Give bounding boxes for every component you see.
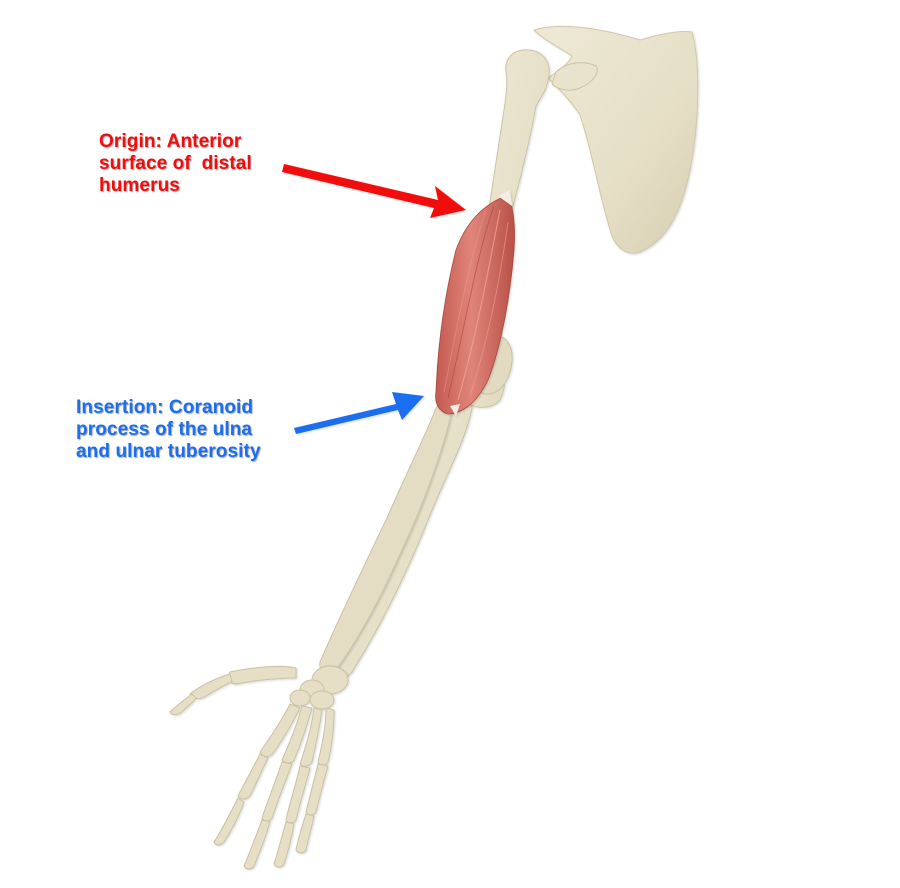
origin-label-line: surface of distal [99, 153, 252, 174]
insertion-label-line: process of the ulna [76, 419, 253, 440]
insertion-arrow-icon [294, 392, 424, 434]
hand-bones [169, 665, 349, 870]
origin-label: Origin: Anterior surface of distal humer… [99, 131, 252, 197]
insertion-label: Insertion: Coranoid process of the ulna … [76, 397, 261, 463]
insertion-label-line: Insertion: Coranoid [76, 397, 254, 418]
origin-label-line: Origin: Anterior [99, 131, 242, 152]
brachialis-muscle [435, 190, 515, 416]
origin-label-line: humerus [99, 175, 180, 196]
radius [319, 401, 453, 674]
scapula [533, 25, 699, 254]
insertion-label-line: and ulnar tuberosity [76, 441, 261, 462]
origin-arrow-icon [282, 164, 466, 218]
